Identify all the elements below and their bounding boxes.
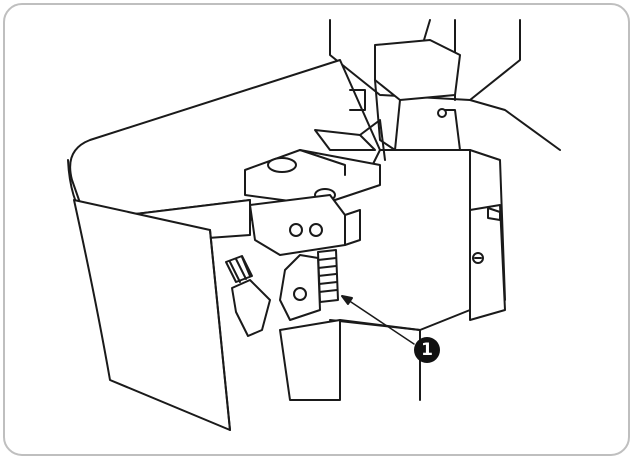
frame-border xyxy=(3,3,630,456)
front-cover xyxy=(73,199,231,431)
left-lever xyxy=(231,279,271,337)
callout-number-1: 1 xyxy=(414,337,440,363)
side-cover-plate xyxy=(469,204,506,321)
left-spring xyxy=(225,255,253,283)
needle-clamp xyxy=(374,39,461,101)
callout-arrow xyxy=(341,295,415,345)
lower-housing xyxy=(279,319,341,401)
